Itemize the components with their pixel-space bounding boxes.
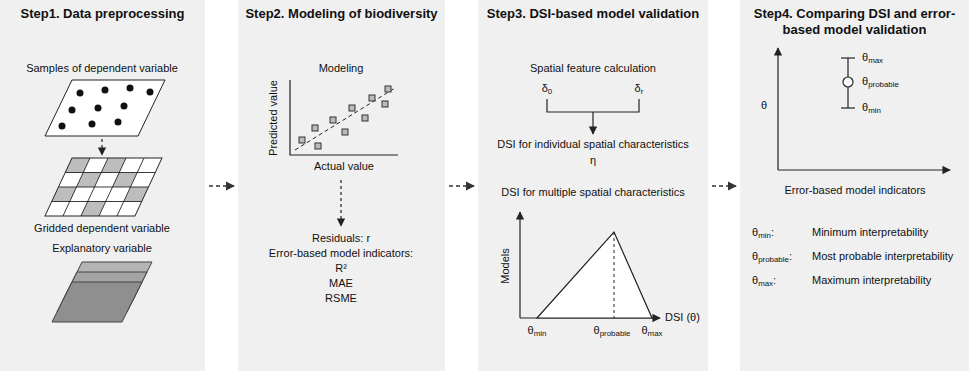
sample-dot <box>102 87 109 94</box>
text-label: Samples of dependent variable <box>26 62 178 75</box>
flow-arrow <box>449 185 474 186</box>
y-axis <box>777 48 778 170</box>
dashed-arrow <box>340 180 341 226</box>
step-heading: Step1. Data preprocessing <box>6 6 199 22</box>
text-label: MAE <box>329 277 353 290</box>
text-label: Error-based model indicators <box>784 184 925 197</box>
text-label: θmin: <box>752 226 774 239</box>
grid-border <box>45 158 162 216</box>
grid-lines <box>45 158 162 216</box>
grid-map <box>45 158 162 216</box>
map-plane <box>45 80 165 136</box>
sample-dot <box>147 89 154 96</box>
sample-dot <box>121 103 128 110</box>
text-label: DSI (θ) <box>665 311 700 324</box>
subscript: min <box>534 329 547 338</box>
data-square <box>385 86 391 92</box>
text-label: θprobable: <box>752 250 792 263</box>
sample-map <box>45 80 165 136</box>
text-label: RSME <box>325 292 357 305</box>
subscript: min <box>758 231 771 240</box>
text-label: Modeling <box>319 62 364 75</box>
x-axis <box>778 169 950 170</box>
text-label: Predicted value <box>267 80 280 156</box>
text-label: θ <box>761 99 767 112</box>
data-square <box>382 101 388 107</box>
grid-ground <box>45 158 162 216</box>
data-square <box>342 129 348 135</box>
text-label: θmin <box>862 101 881 114</box>
text-label: DSI for individual spatial characteristi… <box>497 138 688 151</box>
mode-line <box>614 232 615 318</box>
text-label: Residuals: r <box>312 232 370 245</box>
data-square <box>299 137 305 143</box>
sample-dot <box>69 107 76 114</box>
step-heading: Step4. Comparing DSI and error-based mod… <box>746 6 963 39</box>
step-heading: Step2. Modeling of biodiversity <box>244 6 439 22</box>
data-square <box>362 115 368 121</box>
text-label: θprobable <box>594 324 631 337</box>
text-label: Explanatory variable <box>52 242 152 255</box>
fit-line <box>295 88 395 150</box>
text-label: Spatial feature calculation <box>530 62 656 75</box>
subscript: r <box>641 87 644 96</box>
text-label: Most probable interpretability <box>812 250 953 263</box>
triangle-chart <box>520 212 660 318</box>
text-label: Error-based model indicators: <box>269 247 413 260</box>
text-label: Gridded dependent variable <box>34 222 170 235</box>
data-square <box>312 125 318 131</box>
text-label: θprobable <box>862 75 899 88</box>
subscript: min <box>868 106 881 115</box>
data-square <box>349 105 355 111</box>
data-square <box>330 117 336 123</box>
step-heading: Step3. DSI-based model validation <box>484 6 702 22</box>
subscript: 0 <box>548 87 552 96</box>
triangular-distribution <box>537 232 652 318</box>
interval-cap <box>841 57 855 58</box>
data-square <box>315 143 321 149</box>
sample-dot <box>95 105 102 112</box>
flow-arrow <box>712 185 736 186</box>
text-label: DSI for multiple spatial characteristics <box>501 186 684 199</box>
merge-arrow <box>592 112 593 134</box>
plot-axes <box>290 80 398 155</box>
data-square <box>369 95 375 101</box>
subscript: probable <box>868 80 899 89</box>
text-label: R² <box>335 262 347 275</box>
y-axis <box>519 212 520 318</box>
text-label: Actual value <box>314 160 374 173</box>
subscript: probable <box>600 329 631 338</box>
text-label: Minimum interpretability <box>812 226 928 239</box>
subscript: max <box>758 279 773 288</box>
sample-dot <box>115 119 122 126</box>
text-label: δr <box>635 82 644 95</box>
subscript: max <box>868 56 883 65</box>
interval-chart <box>778 48 950 170</box>
text-label: Maximum interpretability <box>812 274 931 287</box>
merge-bracket <box>547 99 639 112</box>
dashed-arrow <box>101 139 102 155</box>
text-label: η <box>590 154 596 167</box>
text-label: θmin <box>528 324 547 337</box>
step-panel: Step2. Modeling of biodiversity <box>238 0 445 371</box>
text-label: δ0 <box>542 82 553 95</box>
subscript: max <box>648 329 663 338</box>
text-label: θmax <box>641 324 662 337</box>
text-label: θmax: <box>752 274 776 287</box>
raster-layers <box>52 262 152 322</box>
text-label: Models <box>499 248 512 283</box>
sample-dot <box>89 121 96 128</box>
sample-dot <box>77 90 84 97</box>
raster-layer <box>52 282 142 322</box>
probable-point <box>843 77 853 87</box>
interval-cap <box>841 107 855 108</box>
flow-arrow <box>209 185 234 186</box>
subscript: probable <box>758 255 789 264</box>
sample-dot <box>127 85 134 92</box>
scatter-plot <box>290 80 398 155</box>
text-label: θmax <box>862 51 883 64</box>
sample-dot <box>59 123 66 130</box>
